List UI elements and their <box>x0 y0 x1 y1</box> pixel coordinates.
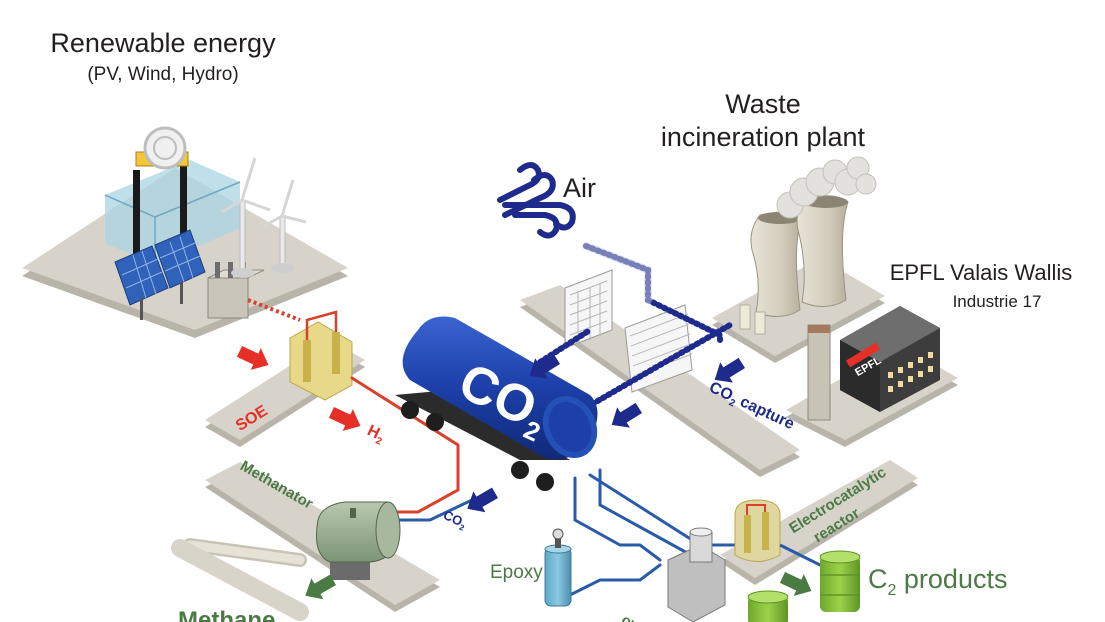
co2-tank-car: CO2 <box>395 316 598 491</box>
arrow-red-2 <box>328 407 361 431</box>
co2-capture-filters <box>564 269 693 393</box>
arrow-navy-1 <box>529 353 560 379</box>
polymer-reactor <box>667 527 726 622</box>
arrow-navy-2 <box>611 402 642 428</box>
air-label: Air <box>563 173 596 203</box>
flow-arrows <box>236 346 812 600</box>
arrow-green-2 <box>779 572 812 596</box>
h2-label: H2 <box>363 422 387 448</box>
epfl-subtitle: Industrie 17 <box>953 292 1042 311</box>
polymer-label-fragment: ow <box>619 611 645 622</box>
co2-pipe-label: CO2 <box>440 507 469 533</box>
soe-electrolyser <box>289 310 353 401</box>
renewable-subtitle: (PV, Wind, Hydro) <box>87 64 238 85</box>
wind-gust-icon <box>497 162 576 239</box>
waste-title-line2: incineration plant <box>661 122 866 152</box>
waste-title-line1: Waste <box>725 89 801 119</box>
c2-products-label: C2 products <box>868 564 1007 599</box>
wind-turbine-icon <box>221 157 307 278</box>
arrow-green-1 <box>305 574 336 600</box>
c2-barrels <box>747 550 861 622</box>
epfl-title: EPFL Valais Wallis <box>890 260 1073 285</box>
methane-label: Methane <box>178 607 275 622</box>
arrow-navy-4 <box>467 487 498 513</box>
hydro-reservoir <box>104 126 241 265</box>
solar-panel-icon <box>114 229 206 320</box>
cooling-towers <box>739 156 877 335</box>
epoxy-tank <box>544 528 572 607</box>
arrow-red-1 <box>236 346 269 370</box>
epoxy-label: Epoxy <box>490 562 543 583</box>
renewable-title: Renewable energy <box>50 28 276 58</box>
electrocatalytic-reactor <box>734 499 831 572</box>
arrow-navy-3 <box>714 357 745 383</box>
factory-building-icon: EPFL <box>807 306 940 421</box>
methanator-unit <box>316 501 401 580</box>
